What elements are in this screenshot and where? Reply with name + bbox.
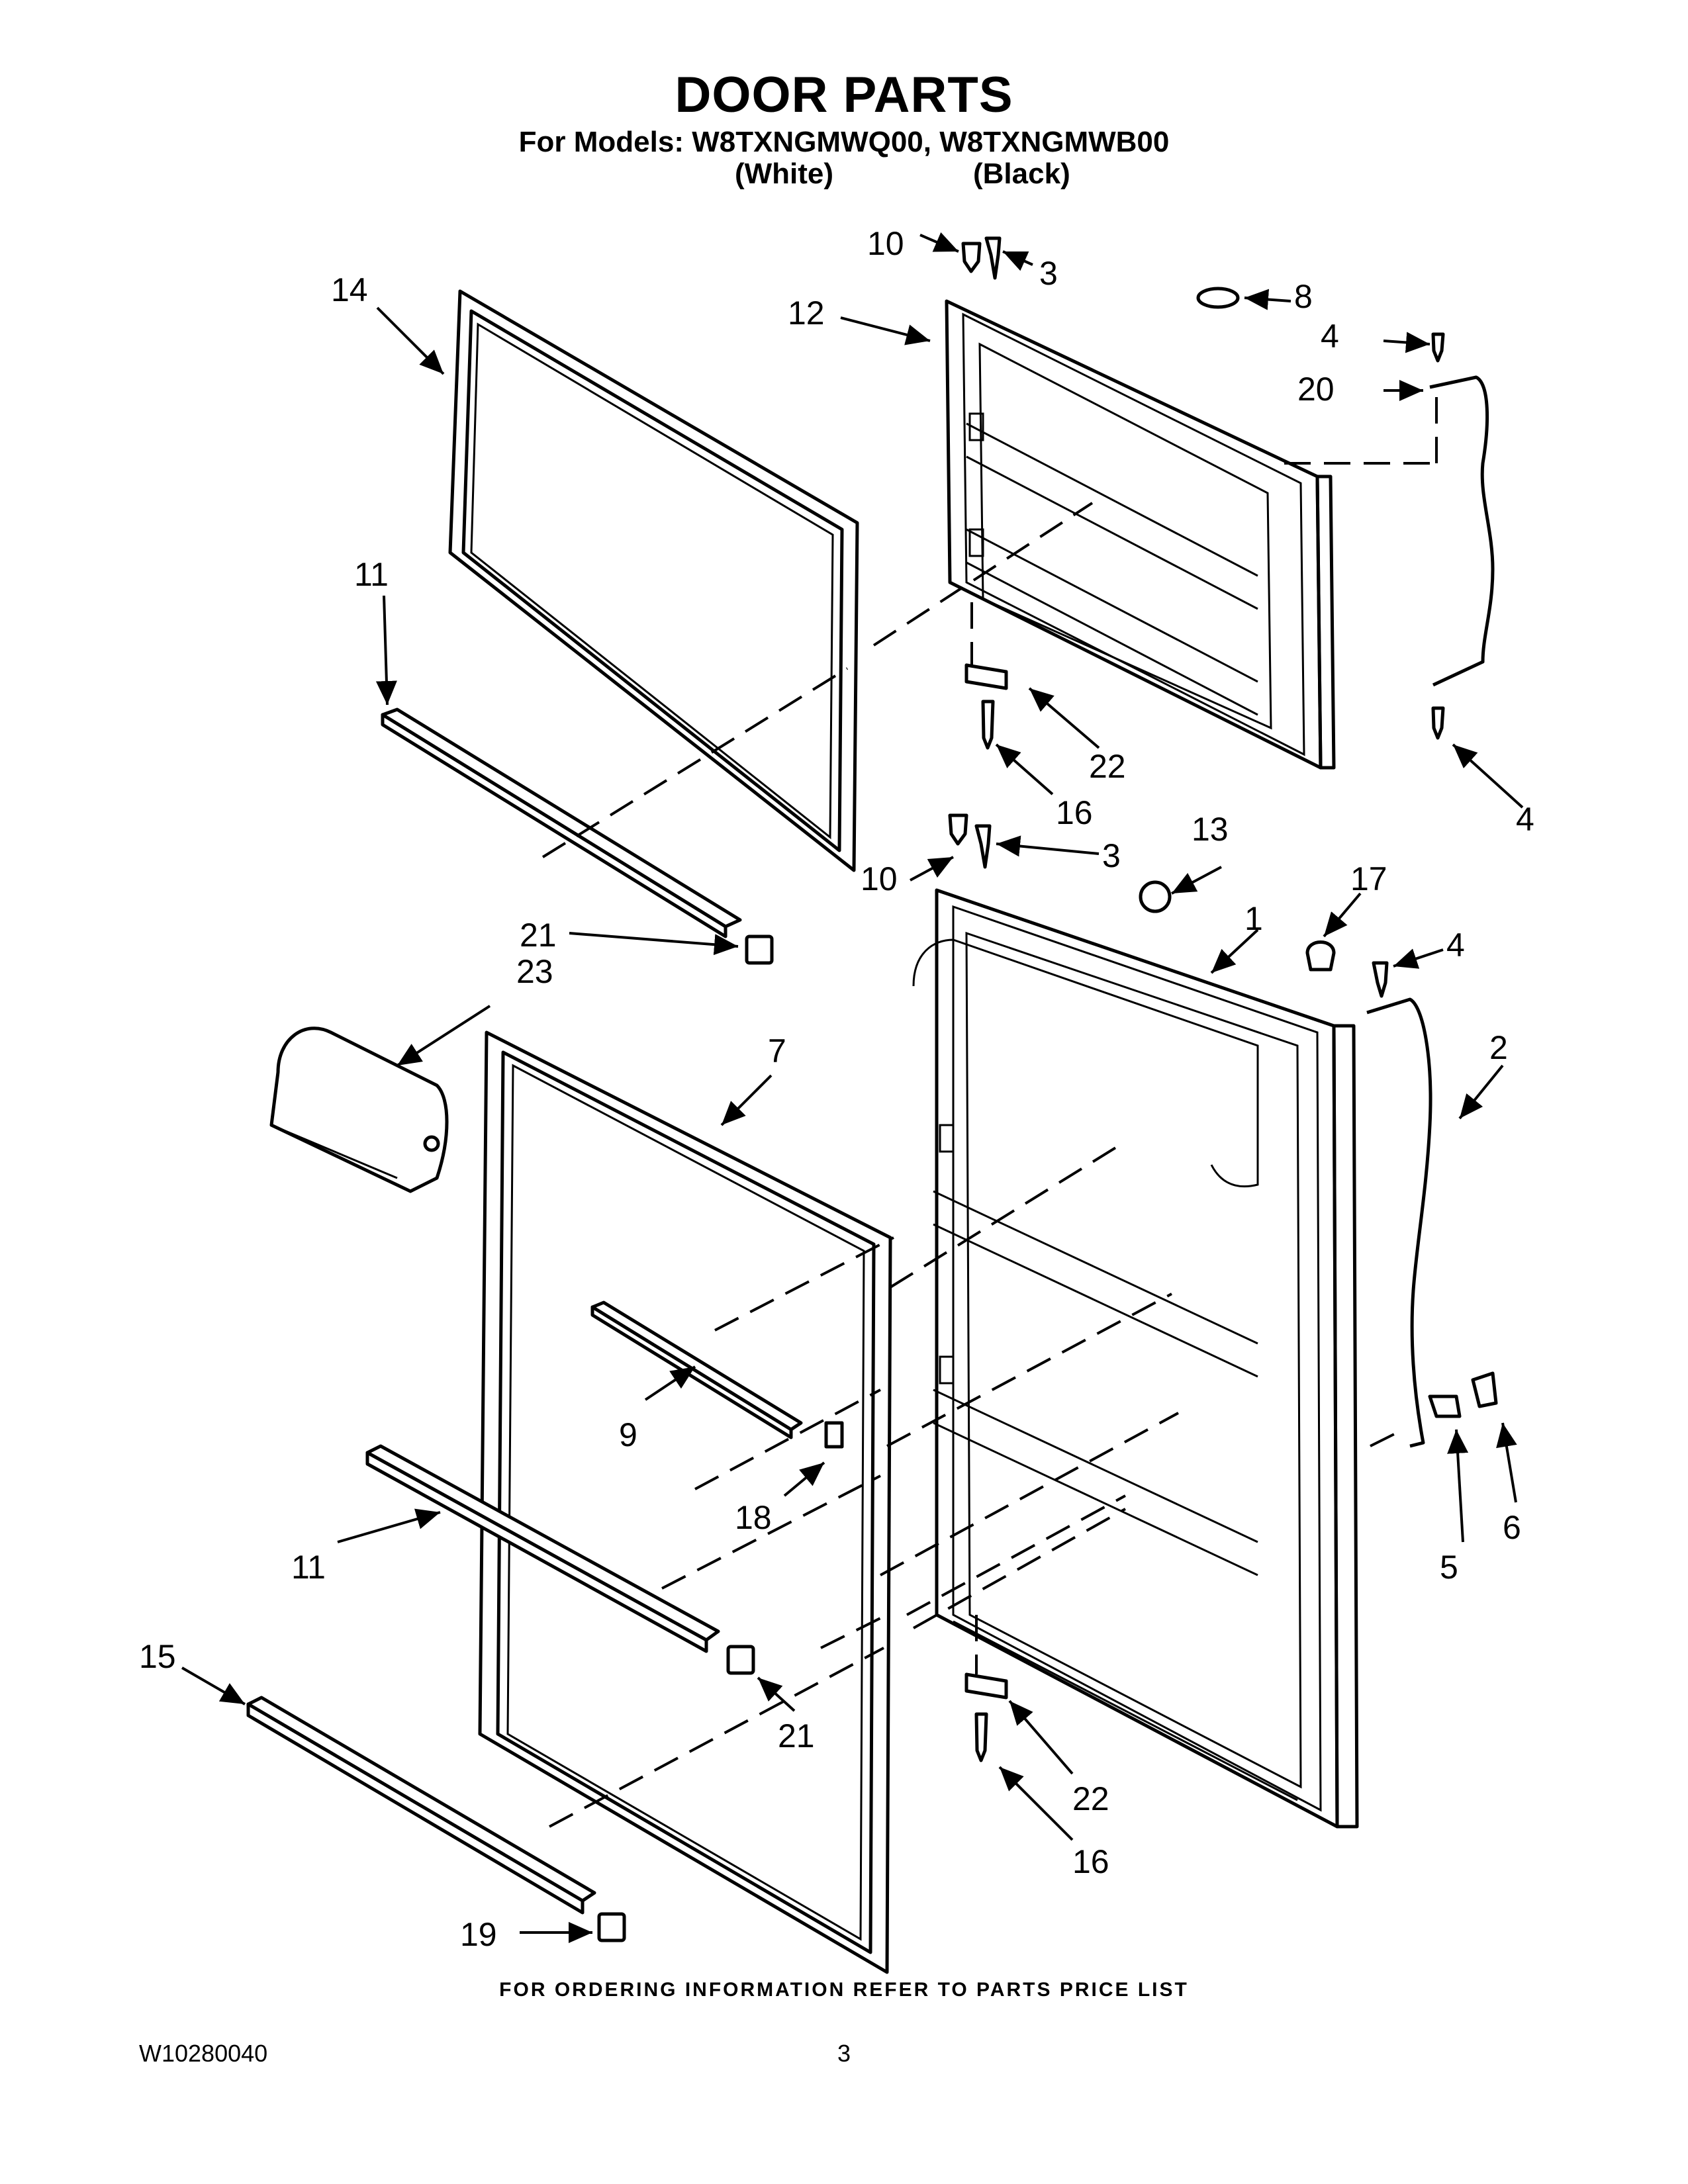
shelf-end-cap-lower [726,1645,755,1675]
callout-20: 20 [1297,371,1335,408]
freezer-handle-screw [1431,706,1445,740]
assembly-lines [541,390,1438,1828]
leader-arrows [181,232,1524,1943]
callout-23: 23 [516,953,553,990]
document-number: W10280040 [139,2040,268,2067]
callout-7: 7 [768,1032,786,1069]
callout-11-lower: 11 [291,1549,326,1586]
freezer-hinge-hardware [961,236,1445,750]
callout-15: 15 [139,1638,176,1675]
fresh-food-shelf-large [365,1444,755,1675]
freezer-door-shelf [381,707,742,938]
callout-17: 17 [1350,860,1387,897]
bottom-door-shelf [246,1696,626,1942]
callout-13: 13 [1192,811,1229,848]
freezer-door [945,299,1336,770]
variant-white: (White) [735,158,834,190]
callout-5: 5 [1440,1549,1458,1586]
callout-12: 12 [788,295,825,332]
page-number: 3 [837,2040,851,2067]
callout-14: 14 [331,271,368,308]
callout-10-lower: 10 [861,860,898,897]
callout-22-lower: 22 [1072,1780,1109,1817]
callout-16-upper: 16 [1056,794,1093,831]
model-list: For Models: W8TXNGMWQ00, W8TXNGMWB00 [518,126,1170,158]
ordering-note: FOR ORDERING INFORMATION REFER TO PARTS … [499,1979,1189,2001]
callout-19: 19 [460,1916,497,1953]
fresh-food-handle [1366,997,1432,1448]
callout-3-upper: 3 [1039,255,1058,292]
callout-10-upper: 10 [867,225,904,262]
callout-21-upper: 21 [520,917,557,954]
variant-black: (Black) [973,158,1070,190]
callout-22-upper: 22 [1089,748,1126,785]
freezer-door-gasket [448,289,859,872]
shelf-end-cap-upper [745,934,774,965]
callout-9: 9 [619,1416,637,1453]
callout-4-mid: 4 [1516,801,1534,838]
callout-4-top: 4 [1321,318,1339,355]
bottom-shelf-end-cap [597,1912,626,1942]
callout-16-lower: 16 [1072,1843,1109,1880]
shelf-retainer [824,1421,844,1449]
callout-6: 6 [1503,1509,1521,1546]
callout-labels: 10 3 8 4 20 12 14 11 22 16 4 10 3 13 1 1… [139,225,1534,1953]
fresh-food-hinge-hardware [948,813,1498,1762]
callout-11-upper: 11 [354,556,389,593]
fresh-food-door [912,888,1359,1829]
callout-8: 8 [1294,278,1313,315]
callout-4-lower: 4 [1446,927,1465,964]
dairy-door [269,1026,449,1193]
callout-2: 2 [1489,1029,1508,1066]
fresh-food-door-gasket [478,1030,892,1974]
freezer-handle [1429,375,1495,687]
callout-1: 1 [1244,900,1263,937]
callout-21-lower: 21 [778,1717,815,1754]
callout-18: 18 [735,1499,772,1536]
callout-3-lower: 3 [1102,837,1121,874]
page-title: DOOR PARTS [675,67,1013,123]
